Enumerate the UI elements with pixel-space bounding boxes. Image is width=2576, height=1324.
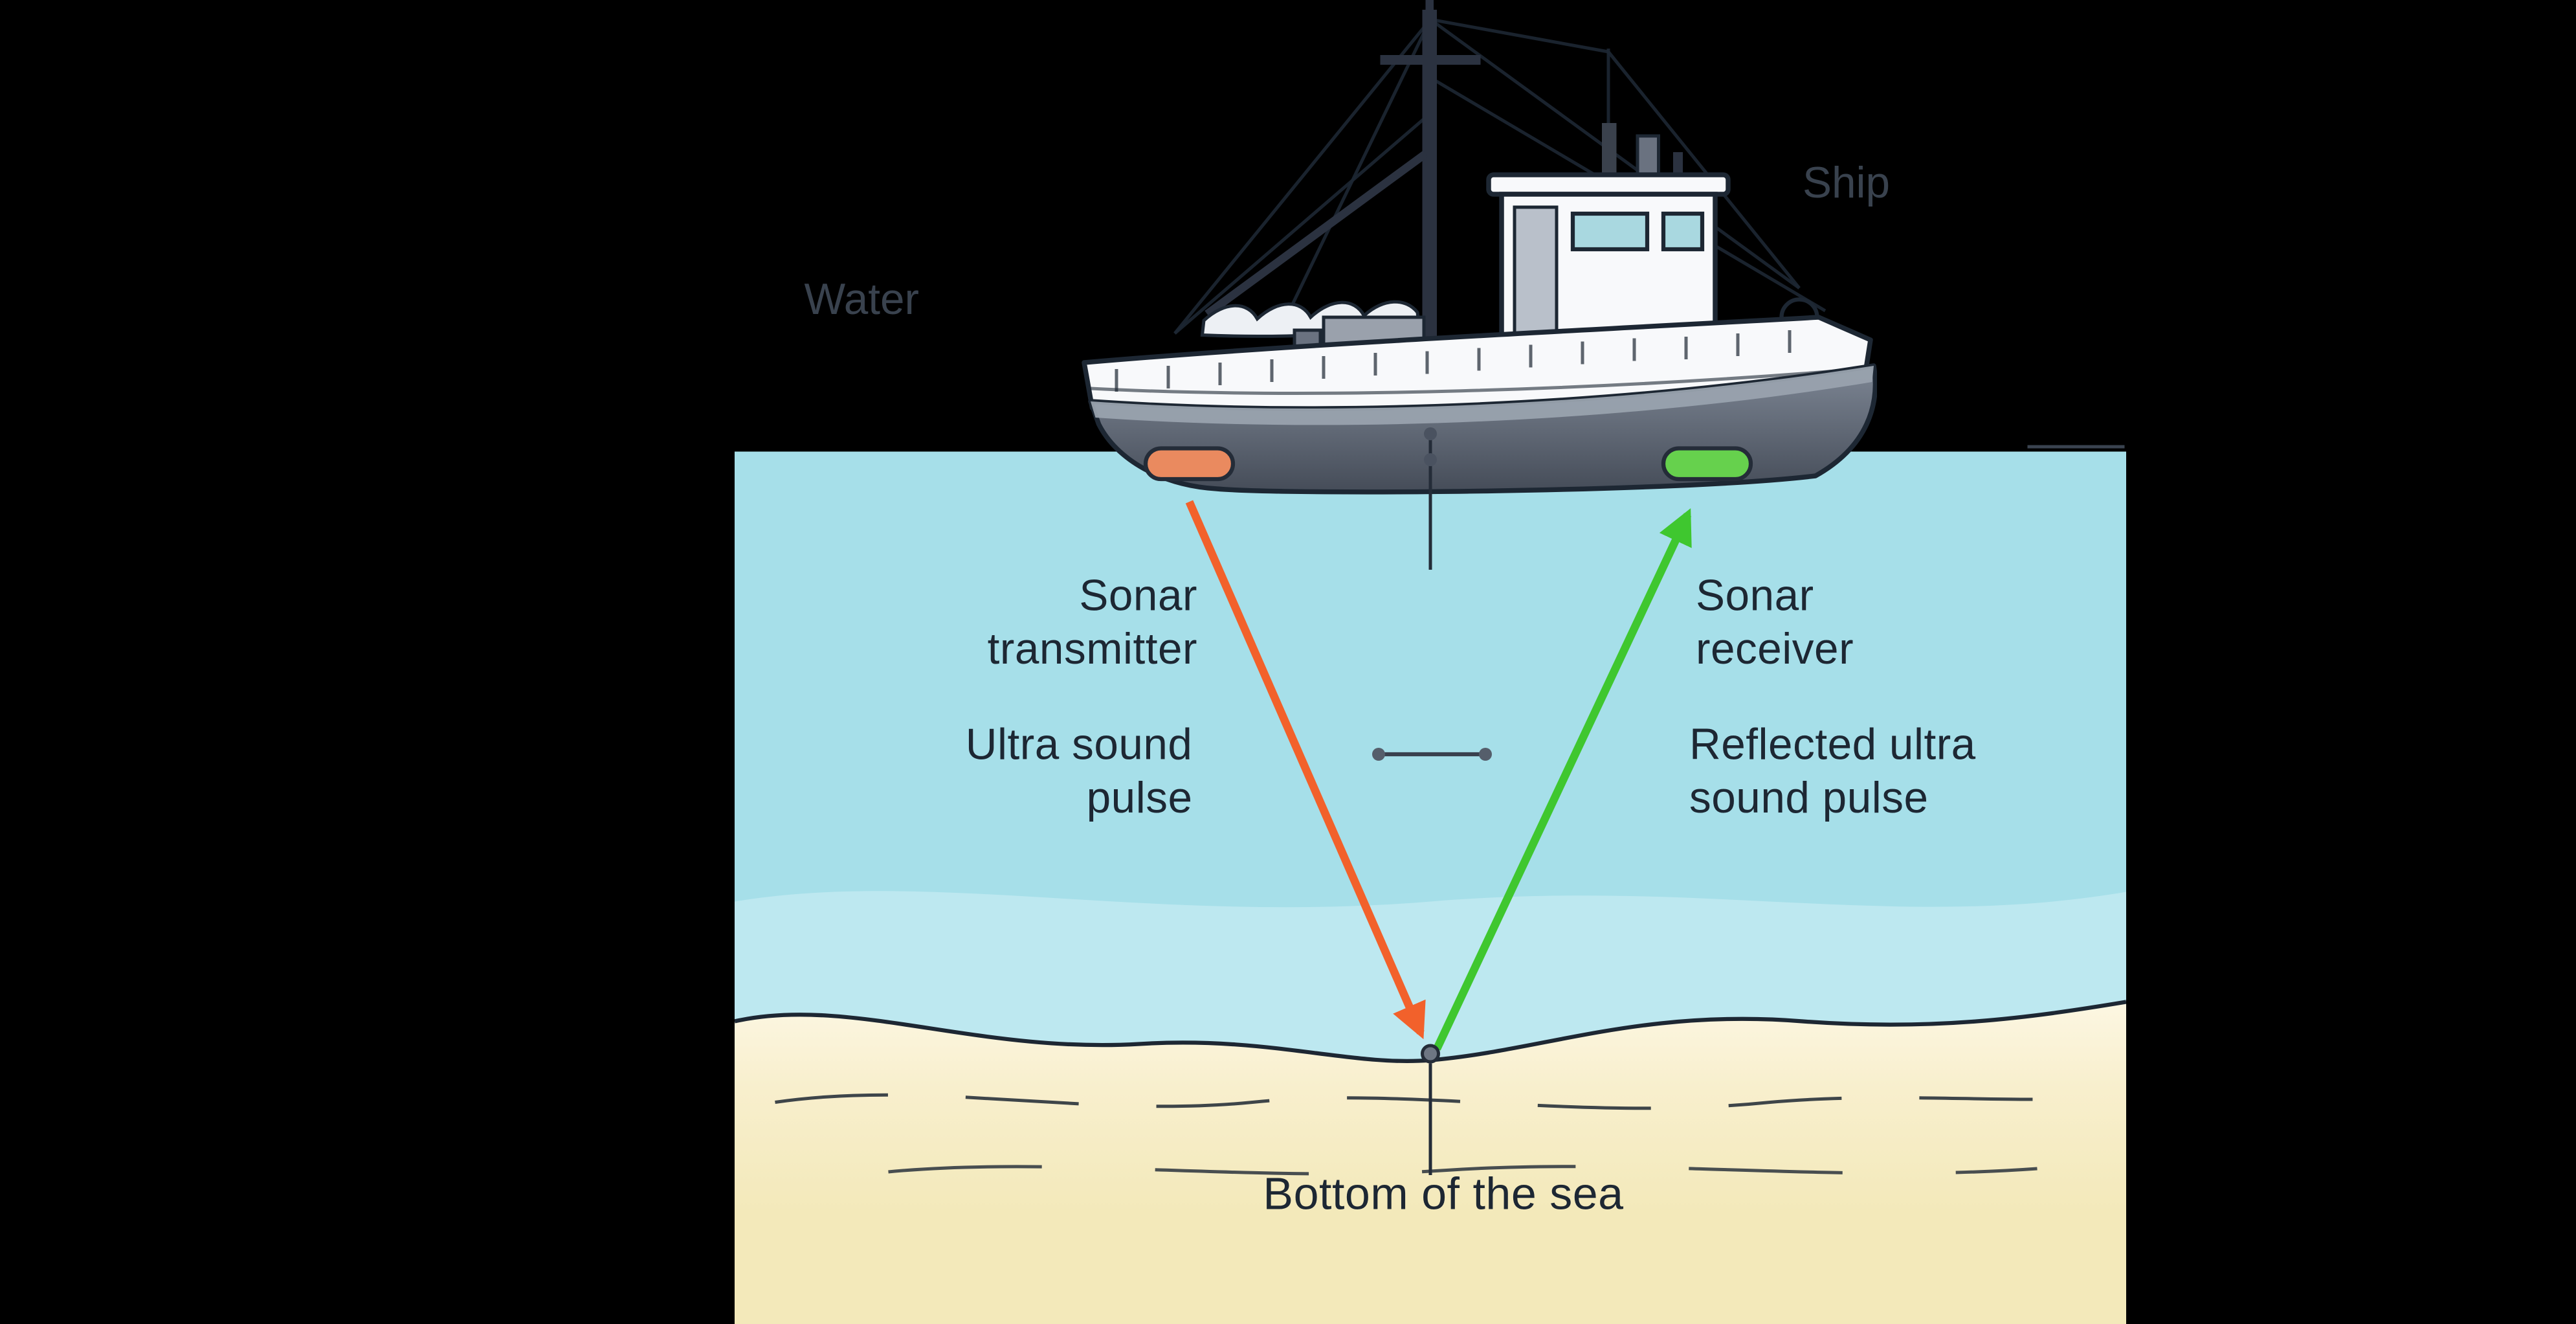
reflected-pulse-label: Reflected ultra sound pulse [1689,719,1976,825]
cabin-door [1513,205,1559,342]
mast-crosstree [1380,55,1481,65]
sonar-transmitter-label: Sonar transmitter [988,570,1197,677]
sonar-receiver-label-line2: receiver [1696,625,1854,673]
exhaust-pipe [1602,123,1617,188]
sediment-dash-line [775,1093,2111,1110]
sonar-transmitter-badge [1143,446,1236,482]
railing-ticks [1115,330,1792,392]
sonar-transmitter-label-line2: transmitter [987,625,1197,673]
ultra-sound-pulse-label-line1: Ultra sound [965,720,1193,769]
railing-line [1090,367,1861,395]
cabin-window [1570,211,1650,252]
sonar-receiver-label: Sonar receiver [1696,570,1854,677]
sonar-receiver-badge [1661,446,1753,482]
ultra-sound-pulse-label: Ultra sound pulse [966,719,1193,825]
mast-top [1425,0,1434,13]
reflected-pulse-label-line1: Reflected ultra [1689,720,1976,769]
ultra-sound-pulse-label-line2: pulse [1086,774,1193,822]
water-label: Water [804,275,920,324]
boom-spar [1205,150,1428,318]
hull-stripe [1091,366,1874,425]
sediment-dash-line [888,1165,2037,1176]
reflected-pulse-label-line2: sound pulse [1689,774,1929,822]
ship-label: Ship [1803,159,1891,207]
ship-illustration [1068,0,1878,502]
cabin-roof [1486,172,1731,197]
cabin-window [1661,211,1705,252]
sea-bottom-label: Bottom of the sea [1263,1169,1624,1219]
sonar-receiver-label-line1: Sonar [1696,571,1814,620]
sonar-transmitter-label-line1: Sonar [1079,571,1197,620]
main-mast [1422,10,1437,343]
